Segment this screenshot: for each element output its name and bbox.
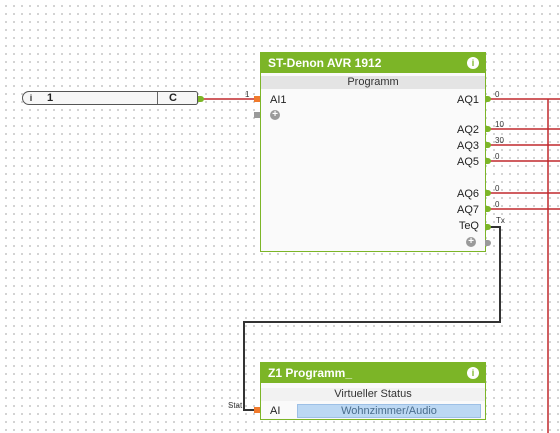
wire-value-aq3: 30: [495, 136, 504, 145]
block-title: ST-Denon AVR 1912: [261, 53, 485, 73]
output-pin-aq2[interactable]: [485, 126, 491, 132]
input-pin-z1-ai[interactable]: [254, 407, 260, 413]
output-aq3: AQ3: [456, 140, 479, 152]
block-subtitle: Programm: [261, 76, 485, 89]
output-aq6: AQ6: [456, 188, 479, 200]
input-pin-unused[interactable]: [254, 112, 260, 118]
output-pin-teq[interactable]: [485, 224, 491, 230]
output-aq2: AQ2: [456, 124, 479, 136]
add-output-icon[interactable]: +: [466, 237, 476, 247]
constant-output-pin[interactable]: [198, 96, 204, 102]
output-aq5: AQ5: [456, 156, 479, 168]
wire-value-teq: Tx: [496, 216, 505, 225]
info-icon: i: [29, 93, 33, 103]
output-pin-aq3[interactable]: [485, 142, 491, 148]
block-title-text: Z1 Programm_: [268, 366, 353, 380]
divider: [157, 92, 158, 104]
input-pin-ai1[interactable]: [254, 96, 260, 102]
input-ai: AI: [270, 405, 281, 417]
info-icon[interactable]: i: [467, 57, 479, 69]
output-pin-aq1[interactable]: [485, 96, 491, 102]
wire-value-aq1: 0: [495, 90, 500, 99]
block-subtitle: Virtueller Status: [261, 388, 485, 401]
wire-value-aq2: 10: [495, 120, 504, 129]
block-title-text: ST-Denon AVR 1912: [268, 56, 382, 70]
output-pin-aq5[interactable]: [485, 158, 491, 164]
wire-value-aq7: 0: [495, 200, 500, 209]
info-icon[interactable]: i: [467, 367, 479, 379]
constant-type: C: [169, 92, 177, 104]
input-ai1: AI1: [270, 94, 287, 106]
selected-value-row[interactable]: Wohnzimmer/Audio: [297, 404, 481, 418]
wire-value-ai1: 1: [245, 90, 250, 99]
output-pin-aq6[interactable]: [485, 190, 491, 196]
function-block-avr[interactable]: ST-Denon AVR 1912 i Programm AI1 + AQ1 A…: [260, 52, 486, 252]
wire-value-z1: Stat: [228, 401, 243, 410]
output-teq: TeQ: [458, 220, 479, 232]
function-block-z1[interactable]: Z1 Programm_ i Virtueller Status AI Wohn…: [260, 362, 486, 420]
output-pin-unused[interactable]: [485, 240, 491, 246]
add-input-icon[interactable]: +: [270, 110, 280, 120]
output-aq7: AQ7: [456, 204, 479, 216]
constant-block[interactable]: i 1 C: [22, 91, 198, 105]
output-aq1: AQ1: [456, 94, 479, 106]
block-title: Z1 Programm_: [261, 363, 485, 383]
constant-value: 1: [47, 92, 54, 104]
wire-value-aq6: 0: [495, 184, 500, 193]
selected-value-text: Wohnzimmer/Audio: [341, 405, 437, 417]
wire-value-aq5: 0: [495, 152, 500, 161]
output-pin-aq7[interactable]: [485, 206, 491, 212]
